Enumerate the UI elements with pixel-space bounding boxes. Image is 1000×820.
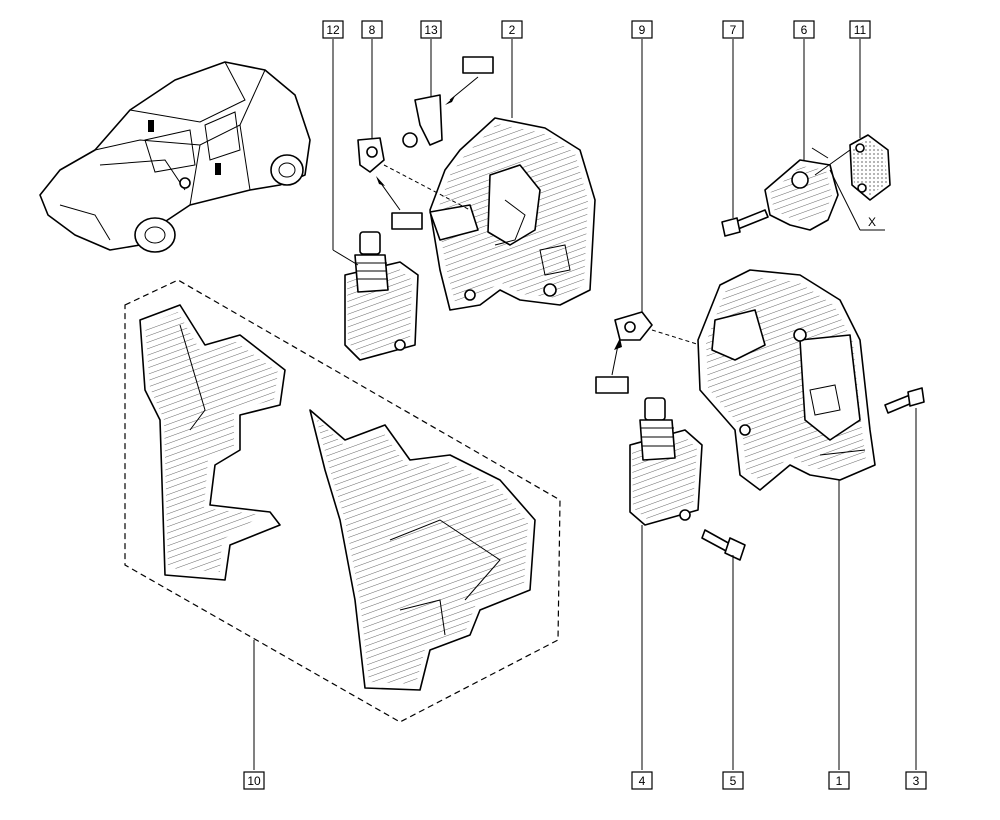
door-lock-upper (429, 117, 596, 311)
dimension-x-label: X (868, 215, 876, 229)
callout-4: 4 (631, 771, 653, 790)
callout-2-label: 2 (509, 23, 516, 37)
callout-10-label: 10 (247, 774, 261, 788)
callout-7-label: 7 (730, 23, 737, 37)
callout-8: 8 (361, 20, 383, 39)
reference-flag-upper-left (376, 176, 423, 230)
callout-9: 9 (631, 20, 653, 39)
actuator-lower (629, 397, 703, 526)
callout-13-label: 13 (424, 23, 438, 37)
striker (764, 147, 851, 231)
assembly-line-upper (383, 164, 471, 211)
callout-4-label: 4 (639, 774, 646, 788)
cable-clip (614, 311, 701, 346)
clip-and-screw (402, 94, 443, 148)
callout-6-label: 6 (801, 23, 808, 37)
callout-2: 2 (501, 20, 523, 39)
callout-1-label: 1 (836, 774, 843, 788)
callout-11: 11 (849, 20, 871, 39)
screw-7 (721, 209, 769, 237)
screw-5 (701, 529, 746, 561)
callout-5-label: 5 (730, 774, 737, 788)
callout-12: 12 (322, 20, 344, 39)
reference-flag-lower (595, 338, 629, 394)
callout-12-label: 12 (326, 23, 340, 37)
car-illustration (39, 61, 311, 253)
shim-plate (849, 134, 891, 201)
bracket-small (357, 137, 385, 173)
callout-8-label: 8 (369, 23, 376, 37)
callout-13: 13 (420, 20, 442, 39)
reference-flag-upper-top (445, 56, 494, 105)
callout-3: 3 (905, 771, 927, 790)
callout-10: 10 (243, 771, 265, 790)
screw-3 (884, 387, 925, 414)
door-lock-lower (697, 269, 876, 491)
callout-6: 6 (793, 20, 815, 39)
trim-cover-group (124, 279, 561, 723)
callout-9-label: 9 (639, 23, 646, 37)
callout-11-label: 11 (854, 23, 867, 37)
callout-5: 5 (722, 771, 744, 790)
dimension-x: X (829, 169, 885, 231)
callout-3-label: 3 (913, 774, 920, 788)
actuator-upper (344, 231, 419, 361)
leader-lines (253, 39, 917, 770)
callout-1: 1 (828, 771, 850, 790)
callout-7: 7 (722, 20, 744, 39)
